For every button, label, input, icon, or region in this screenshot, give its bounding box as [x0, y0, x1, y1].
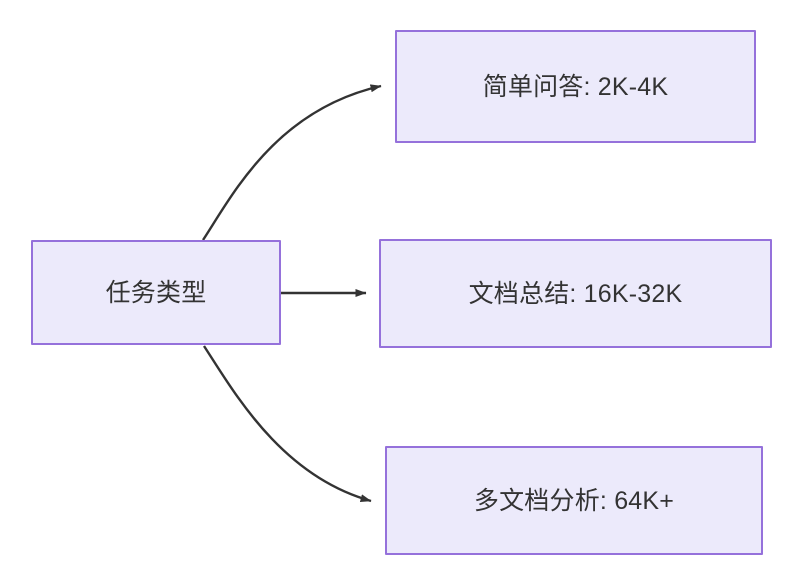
node-doc-summary[interactable]: 文档总结: 16K-32K — [379, 239, 772, 348]
node-simple-qa-label: 简单问答: 2K-4K — [482, 72, 669, 101]
node-simple-qa[interactable]: 简单问答: 2K-4K — [395, 30, 756, 143]
node-task-type-label: 任务类型 — [105, 278, 207, 307]
node-multi-doc-label: 多文档分析: 64K+ — [473, 486, 675, 515]
node-task-type[interactable]: 任务类型 — [31, 240, 281, 345]
edge-root-to-multi-doc — [202, 345, 372, 503]
node-doc-summary-label: 文档总结: 16K-32K — [468, 279, 683, 308]
edge-root-to-simple-qa — [201, 84, 382, 241]
node-multi-doc[interactable]: 多文档分析: 64K+ — [385, 446, 763, 555]
